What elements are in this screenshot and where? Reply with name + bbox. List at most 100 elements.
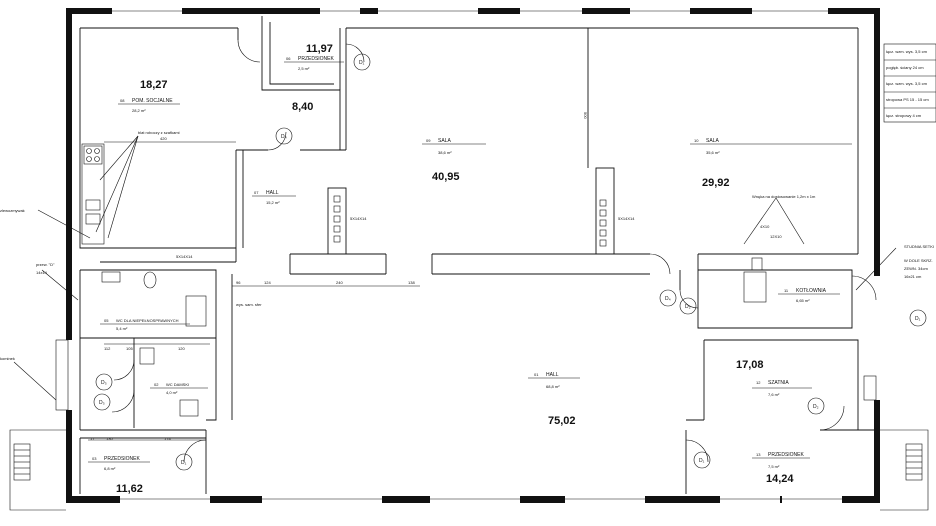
annotation: 5X14X14: [350, 216, 367, 221]
door-tag: D₂: [813, 404, 819, 410]
dimension: 112: [104, 346, 111, 351]
room-number: 13: [756, 452, 761, 457]
room-number: 10: [694, 138, 699, 143]
dimension: 17: [90, 436, 95, 441]
room-name: WC DAMSKI: [166, 382, 189, 387]
door-tag-circles: [93, 53, 927, 471]
door-tag: D₃: [101, 380, 107, 386]
room-number: 05: [104, 318, 109, 323]
door-tag: D₁: [699, 458, 705, 464]
room-area: 6,8 m²: [104, 466, 116, 471]
area-value: 29,92: [702, 177, 730, 189]
area-value: 8,40: [292, 101, 313, 113]
door-swings: [111, 39, 877, 463]
room-name: PRZEDSIONEK: [298, 56, 335, 62]
annotation: kominek: [0, 356, 15, 361]
room-area: 6,65 m²: [796, 298, 810, 303]
room-area: 28,2 m²: [132, 108, 146, 113]
room-number: 11: [784, 288, 789, 293]
annotation: 5X14X14: [176, 254, 193, 259]
door-tag: D₄: [665, 296, 671, 302]
room-area: 2,5 m²: [298, 66, 310, 71]
exterior-walls: [66, 8, 880, 503]
annotation: 16x21 cm: [904, 274, 922, 279]
annotation: blat roboczy z szafkami: [138, 130, 180, 135]
dimension: 130: [106, 436, 113, 441]
dimension: 120: [178, 346, 185, 351]
area-values: 18,27 11,97 8,40 40,95 29,92 17,08 75,02…: [116, 43, 794, 495]
fixtures: [9, 43, 936, 511]
room-area: 4,0 m²: [166, 390, 178, 395]
door-tag: D₄: [281, 134, 287, 140]
area-value: 11,97: [306, 43, 333, 55]
legend-item: stropowa PS 15 - 15 cm: [886, 97, 929, 102]
door-tag: D₁: [181, 460, 187, 466]
annotation: wys. sam. sfer: [236, 302, 262, 307]
annotation: W DOLE SKRZ.: [904, 258, 933, 263]
interior-walls: [79, 16, 874, 494]
legend-item: łącz. wzm. wys. 3,5 cm: [886, 81, 928, 86]
legend-item: łącz. stropowy 4 cm: [886, 113, 922, 118]
room-area: 7,5 m²: [768, 464, 780, 469]
room-number: 06: [286, 56, 291, 61]
annotations: blat roboczy z szafkami zlewozmywak Wnęk…: [0, 130, 934, 361]
room-name: HALL: [546, 372, 559, 378]
room-name: SALA: [438, 138, 451, 144]
room-number: 09: [426, 138, 431, 143]
annotation: STUDNIA SETKI: [904, 244, 934, 249]
area-value: 18,27: [140, 79, 168, 91]
dimension: 500: [583, 112, 588, 119]
room-name: HALL: [266, 190, 279, 196]
dimension: 105: [126, 346, 133, 351]
room-name: WC DLA NIEPEŁNOSPRAWNYCH: [116, 318, 179, 323]
room-number: 12: [756, 380, 761, 385]
area-value: 11,62: [116, 483, 143, 495]
door-tag: D₁: [915, 316, 921, 322]
annotation: przew. "D": [36, 262, 55, 267]
area-value: 14,24: [766, 473, 794, 485]
area-value: 75,02: [548, 415, 576, 427]
room-name: KOTŁOWNIA: [796, 288, 827, 294]
dimension: 174: [164, 436, 171, 441]
annotation: 5X14X14: [618, 216, 635, 221]
room-name: SZATNIA: [768, 380, 789, 386]
door-tag: D₁: [359, 60, 365, 66]
annotation: zlewozmywak: [0, 208, 25, 213]
door-tag: D₂: [685, 304, 691, 310]
room-number: 02: [154, 382, 159, 387]
annotation: 14x14: [36, 270, 48, 275]
legend: łącz. wzm. wys. 3,5 cm pogłęb. ściany 24…: [886, 49, 929, 118]
legend-item: pogłęb. ściany 24 cm: [886, 65, 924, 70]
room-area: 7,6 m²: [768, 392, 780, 397]
room-name: PRZEDSIONEK: [768, 452, 805, 458]
room-area: 38,6 m²: [438, 150, 452, 155]
door-tag-labels: D₁ D₄ D₄ D₂ D₁ D₂ D₃ D₃ D₁ D₁: [99, 60, 921, 466]
room-labels: 08 POM. SOCJALNE 28,2 m² 06 PRZEDSIONEK …: [92, 56, 827, 471]
dimension: 420: [160, 136, 167, 141]
dimension: 124: [264, 280, 271, 285]
room-number: 07: [254, 190, 259, 195]
area-value: 40,95: [432, 171, 460, 183]
dimension: 138: [408, 280, 415, 285]
room-name: PRZEDSIONEK: [104, 456, 141, 462]
room-number: 03: [92, 456, 97, 461]
annotation: ZEWN. 34cm: [904, 266, 928, 271]
dimensions: 420 124 96 240 138 112 105 120 17 130 17…: [90, 112, 588, 441]
annotation: 4X10: [760, 224, 770, 229]
room-name: SALA: [706, 138, 719, 144]
room-name: POM. SOCJALNE: [132, 98, 173, 104]
dimension: 240: [336, 280, 343, 285]
annotation: Wnęka na dostosowanie 1,2m x 1m: [752, 194, 816, 199]
room-area: 5,4 m²: [116, 326, 128, 331]
annotation: 12X10: [770, 234, 782, 239]
room-number: 08: [120, 98, 125, 103]
room-number: 01: [534, 372, 539, 377]
door-tag: D₃: [99, 400, 105, 406]
area-value: 17,08: [736, 359, 764, 371]
room-area: 15,2 m²: [266, 200, 280, 205]
room-area: 35,6 m²: [706, 150, 720, 155]
legend-item: łącz. wzm. wys. 3,5 cm: [886, 49, 928, 54]
dimension: 96: [236, 280, 241, 285]
room-area: 68,8 m²: [546, 384, 560, 389]
